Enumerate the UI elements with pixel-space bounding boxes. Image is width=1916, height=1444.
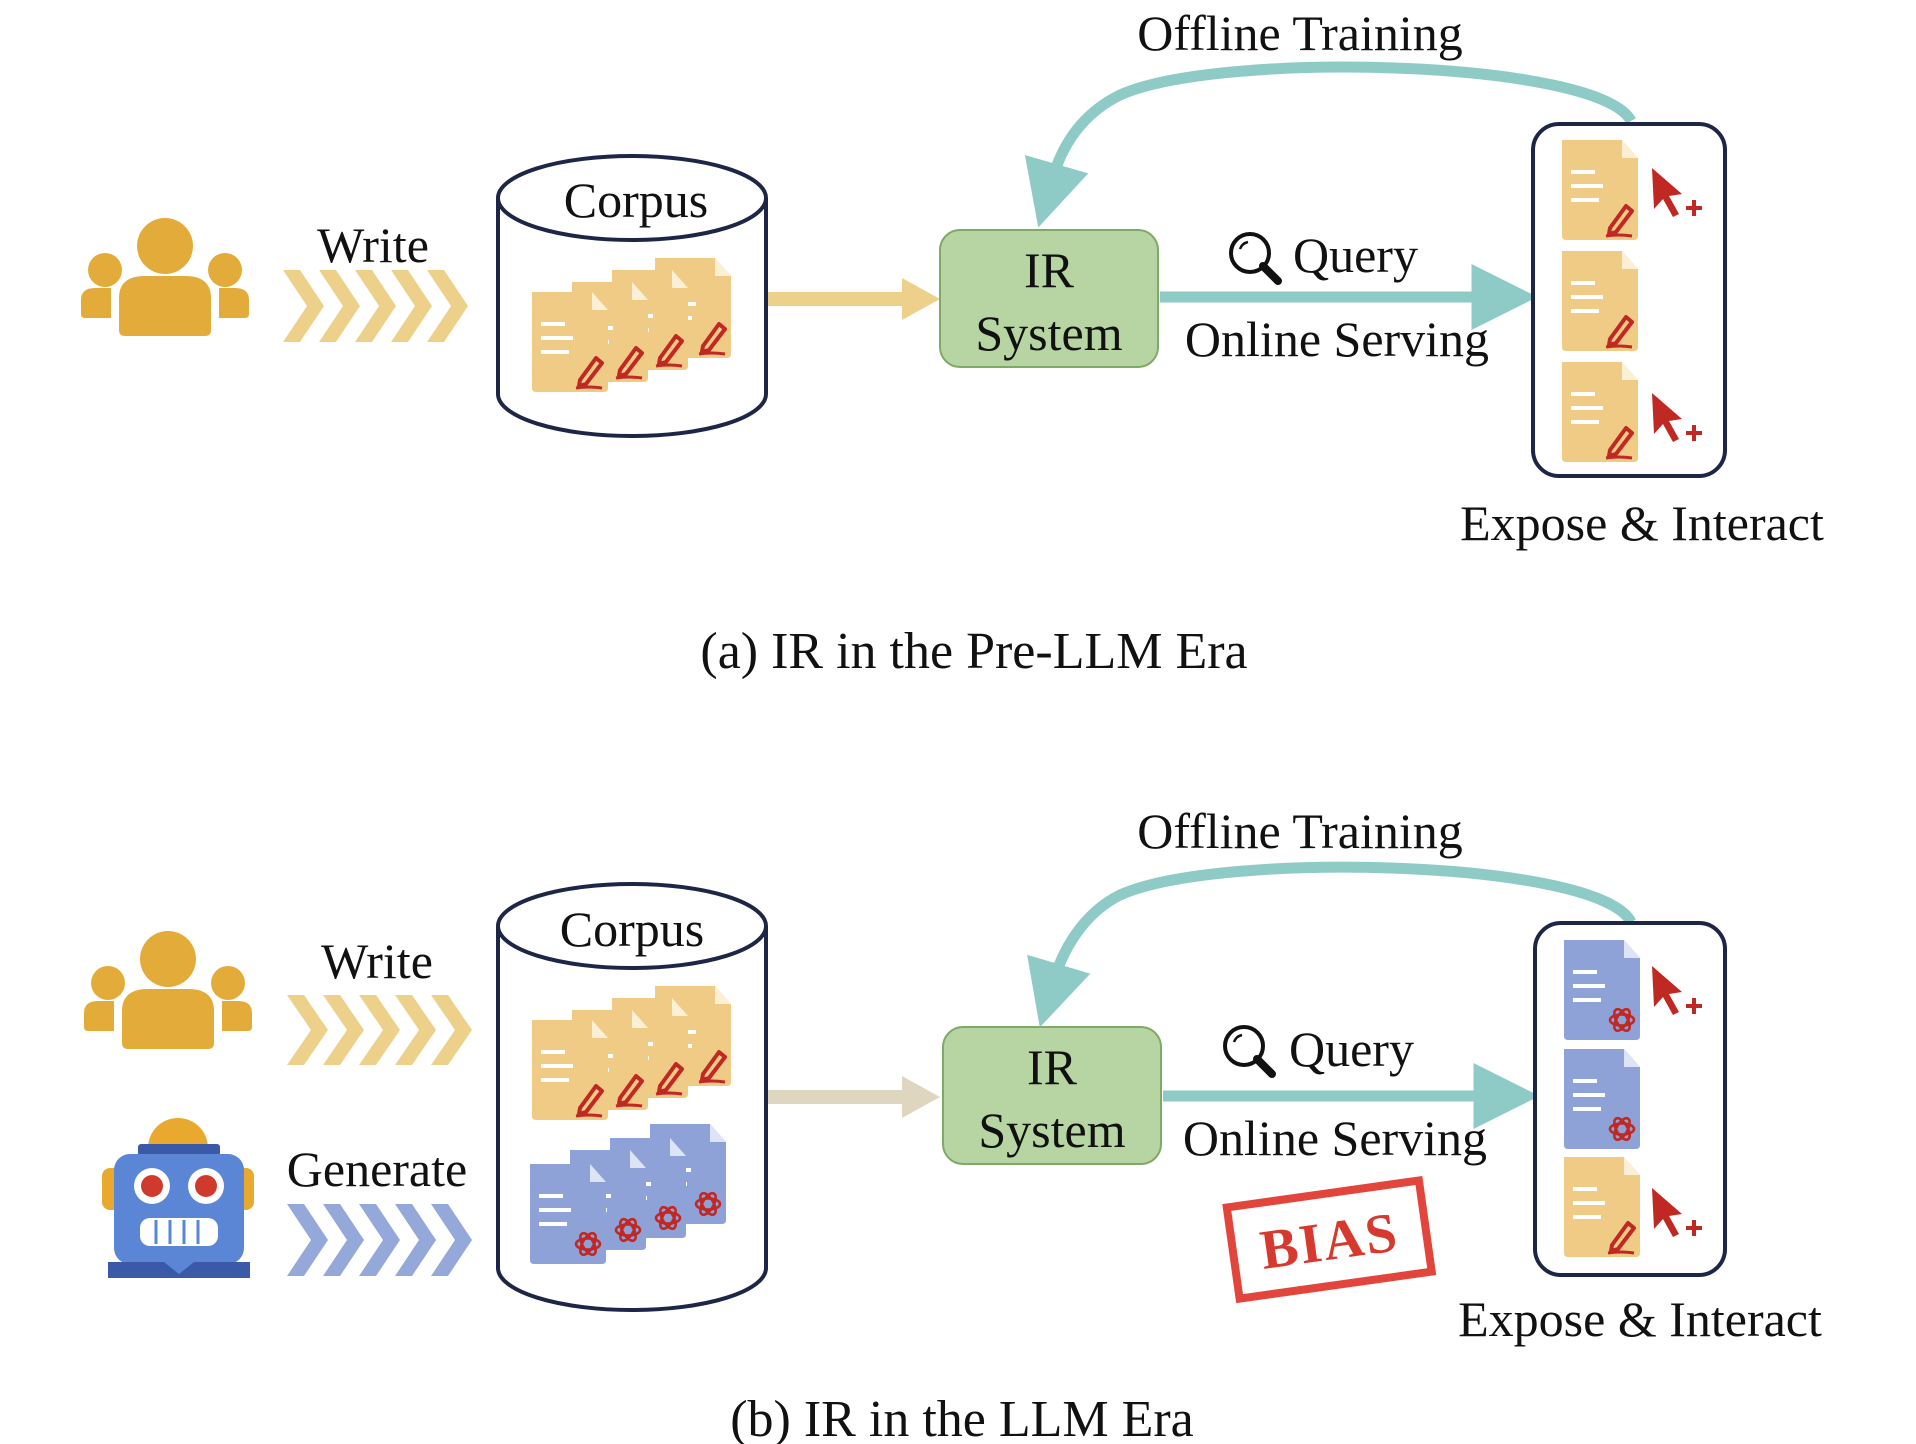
document-icon [1562, 1047, 1642, 1151]
document-icon [1560, 360, 1640, 464]
ir-system-label-line2: System [975, 305, 1122, 361]
caption-a: (a) IR in the Pre-LLM Era [700, 623, 1247, 680]
corpus-to-ir-arrow [768, 278, 940, 320]
offline-training-arrow [1024, 61, 1636, 228]
robot-icon [102, 1118, 254, 1278]
ir-system-label-line1: IR [1027, 1039, 1078, 1095]
document-icon [1560, 138, 1640, 242]
corpus-to-ir-arrow [768, 1076, 940, 1118]
corpus-label: Corpus [560, 901, 704, 957]
document-icon [1562, 1155, 1642, 1259]
magnifier-icon [1225, 1027, 1272, 1074]
query-label: Query [1289, 1021, 1414, 1077]
corpus-label: Corpus [564, 172, 708, 228]
panel-a: Write Corpus IR System Query Online Serv… [81, 5, 1824, 680]
ir-system-label-line1: IR [1024, 242, 1075, 298]
magnifier-icon [1231, 234, 1278, 281]
panel-b: Write Generate [84, 803, 1822, 1444]
write-label: Write [317, 217, 429, 273]
write-chevrons [283, 270, 468, 342]
online-serving-label: Online Serving [1185, 311, 1489, 367]
ir-system-box [939, 229, 1159, 368]
generate-chevrons [287, 1204, 472, 1276]
users-icon [84, 931, 252, 1049]
query-label: Query [1293, 227, 1418, 283]
write-chevrons [287, 995, 472, 1065]
online-serving-label: Online Serving [1183, 1110, 1487, 1166]
bias-stamp: BIAS [1222, 1175, 1437, 1304]
users-icon [81, 218, 249, 336]
caption-b: (b) IR in the LLM Era [730, 1391, 1194, 1444]
document-icon [528, 1162, 608, 1266]
document-icon [530, 290, 610, 394]
write-label: Write [321, 933, 433, 989]
ir-system-label-line2: System [978, 1102, 1125, 1158]
offline-training-label: Offline Training [1137, 5, 1463, 61]
document-icon [1562, 938, 1642, 1042]
expose-interact-label: Expose & Interact [1458, 1291, 1822, 1347]
document-icon [1560, 249, 1640, 353]
offline-training-arrow [1027, 861, 1636, 1028]
offline-training-label: Offline Training [1137, 803, 1463, 859]
document-icon [530, 1018, 610, 1122]
generate-label: Generate [287, 1141, 467, 1197]
expose-interact-label: Expose & Interact [1460, 495, 1824, 551]
